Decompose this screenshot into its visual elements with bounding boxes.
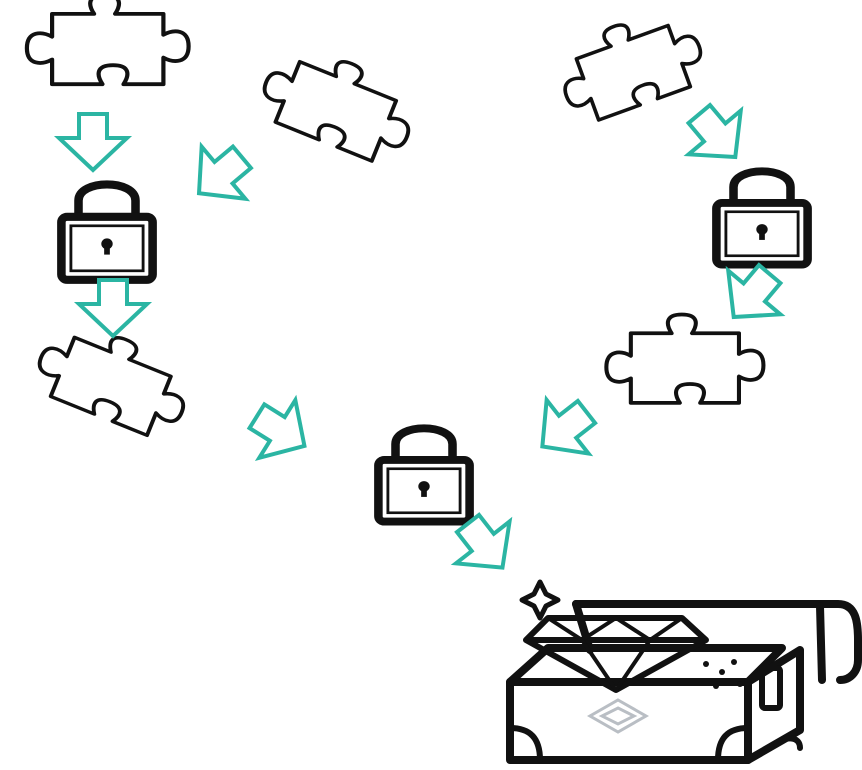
puzzle-piece-icon bbox=[27, 0, 189, 84]
treasure-chest bbox=[506, 579, 862, 764]
treasure-chest-icon bbox=[506, 600, 862, 764]
arrow-down-right-icon bbox=[439, 500, 532, 591]
puzzle-piece-icon bbox=[251, 34, 427, 172]
puzzle-piece-top-left bbox=[27, 0, 189, 84]
arrow-down-left-icon bbox=[175, 129, 266, 222]
arrow-down-icon bbox=[77, 278, 149, 338]
puzzle-piece-middle-right bbox=[606, 314, 763, 402]
diamond-icon bbox=[523, 615, 709, 693]
arrow-down-right-icon bbox=[236, 385, 325, 477]
padlock-icon bbox=[378, 428, 469, 521]
puzzle-piece-top-middle bbox=[251, 34, 427, 172]
sparkle-icon bbox=[519, 579, 561, 621]
puzzle-piece-top-right bbox=[547, 0, 713, 130]
arrow-down-right-icon bbox=[671, 90, 764, 181]
puzzle-piece-icon bbox=[606, 314, 763, 402]
padlock-center bbox=[378, 428, 469, 521]
arrow-down-left-icon bbox=[519, 383, 610, 476]
padlock-left bbox=[61, 184, 152, 279]
puzzle-piece-icon bbox=[547, 0, 713, 130]
chest-emblem bbox=[586, 698, 650, 734]
arrow-down-icon bbox=[57, 112, 129, 172]
padlock-icon bbox=[61, 184, 152, 279]
padlock-right bbox=[716, 171, 807, 264]
padlock-icon bbox=[716, 171, 807, 264]
chest-dots bbox=[703, 659, 743, 689]
